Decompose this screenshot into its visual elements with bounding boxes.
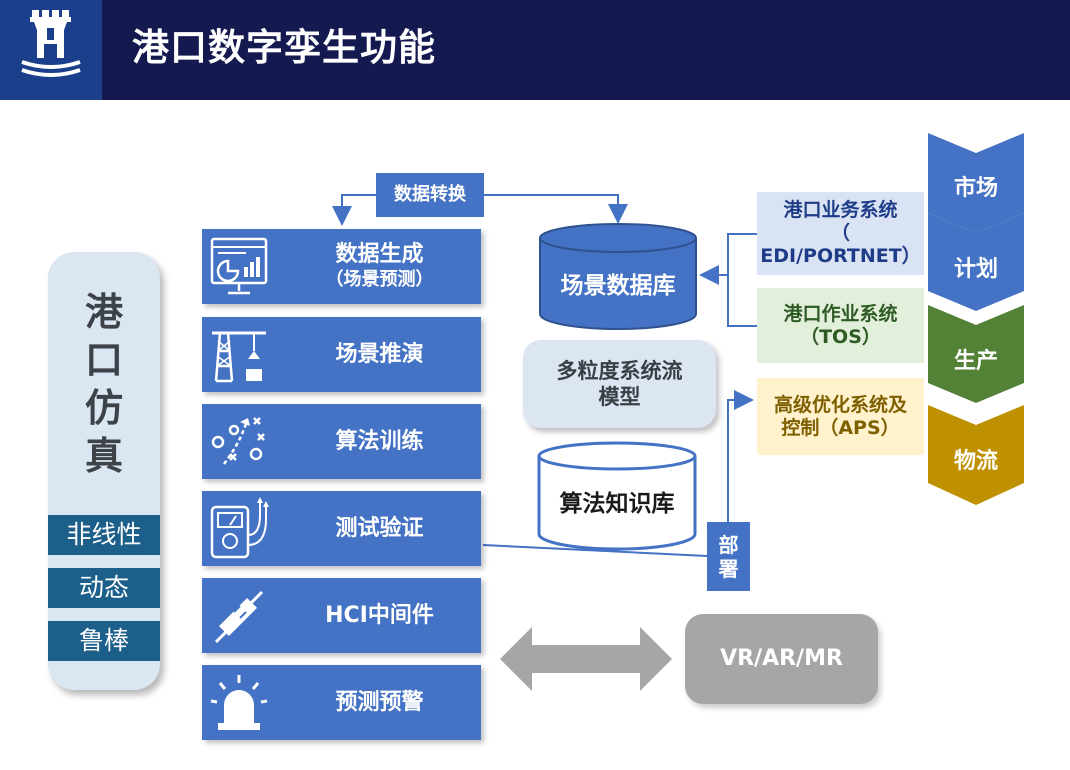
strategy-play-icon xyxy=(206,408,272,475)
chevron-label-logistics: 物流 xyxy=(953,449,998,474)
system-label: （TOS） xyxy=(800,325,881,348)
chevron-production xyxy=(928,305,1024,403)
advanced-optimization-system[interactable]: 高级优化系统及 控制（APS） xyxy=(757,378,924,455)
title-char: 港 xyxy=(84,290,123,334)
module-hci-middleware[interactable]: HCI中间件 xyxy=(202,578,481,653)
scene-database[interactable]: 场景数据库 xyxy=(538,222,698,332)
header-bar xyxy=(0,0,1070,100)
data-conversion-label: 数据转换 xyxy=(376,173,484,217)
dashboard-chart-icon xyxy=(206,233,272,300)
system-label: 港口作业系统 xyxy=(783,302,898,325)
module-label: 测试验证 xyxy=(335,516,424,541)
algorithm-knowledge-base-label: 算法知识库 xyxy=(559,491,675,517)
module-label: 场景推演 xyxy=(335,342,424,367)
plug-connector-icon xyxy=(206,582,272,649)
scene-database-label: 场景数据库 xyxy=(560,273,676,299)
double-arrow-icon xyxy=(500,627,672,691)
chevron-market xyxy=(928,133,1024,233)
port-business-system[interactable]: 港口业务系统 （ EDI/PORTNET） xyxy=(757,192,924,275)
chevron-plan xyxy=(928,213,1024,311)
chevron-logistics xyxy=(928,405,1024,505)
tag-nonlinear: 非线性 xyxy=(48,515,160,555)
title-char: 仿 xyxy=(84,386,123,430)
module-label: 预测预警 xyxy=(335,690,424,715)
module-sublabel: （场景预测） xyxy=(325,268,434,290)
chevron-label-market: 市场 xyxy=(953,176,998,201)
model-label-line2: 模型 xyxy=(598,385,641,409)
crane-icon xyxy=(206,321,272,388)
deploy-char: 署 xyxy=(718,556,739,581)
vr-ar-mr-box[interactable]: VR/AR/MR xyxy=(685,614,878,704)
title-char: 口 xyxy=(84,338,123,382)
tag-dynamic: 动态 xyxy=(48,568,160,608)
system-label: 控制（APS） xyxy=(781,416,900,439)
port-simulation-title: 港 口 仿 真 xyxy=(48,288,160,480)
title-char: 真 xyxy=(84,434,123,478)
algorithm-knowledge-base[interactable]: 算法知识库 xyxy=(537,440,697,552)
module-scenario-deduction[interactable]: 场景推演 xyxy=(202,317,481,392)
system-label: 高级优化系统及 xyxy=(773,393,907,416)
deploy-char: 部 xyxy=(718,532,739,557)
port-operation-system[interactable]: 港口作业系统 （TOS） xyxy=(757,288,924,363)
module-algorithm-training[interactable]: 算法训练 xyxy=(202,404,481,479)
multi-granularity-model: 多粒度系统流 模型 xyxy=(523,340,716,428)
module-prediction-warning[interactable]: 预测预警 xyxy=(202,665,481,740)
module-test-validation[interactable]: 测试验证 xyxy=(202,491,481,566)
module-label: 数据生成 xyxy=(335,241,424,267)
system-label: 港口业务系统 xyxy=(783,199,898,221)
alarm-beacon-icon xyxy=(206,669,272,736)
process-chevrons xyxy=(928,133,1024,505)
system-label: EDI/PORTNET） xyxy=(760,245,921,267)
university-logo xyxy=(0,0,102,100)
multimeter-icon xyxy=(206,495,272,562)
chevron-label-production: 生产 xyxy=(953,349,998,374)
module-label: HCI中间件 xyxy=(325,603,434,628)
model-label-line1: 多粒度系统流 xyxy=(556,359,683,383)
module-data-generation[interactable]: 数据生成 （场景预测） xyxy=(202,229,481,304)
tag-robust: 鲁棒 xyxy=(48,621,160,661)
deploy-label: 部 署 xyxy=(707,522,750,591)
module-label: 算法训练 xyxy=(335,429,424,454)
page-title: 港口数字孪生功能 xyxy=(132,26,436,69)
chevron-label-plan: 计划 xyxy=(953,257,998,282)
system-label: （ xyxy=(830,222,850,244)
port-simulation-panel xyxy=(48,252,160,690)
